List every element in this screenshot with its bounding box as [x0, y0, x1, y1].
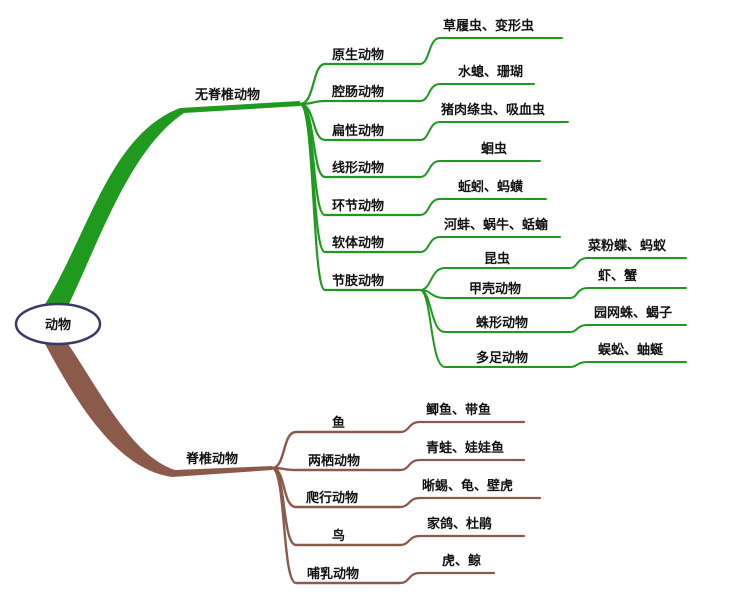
arthropod-connector — [419, 289, 571, 368]
inv-example-label: 蚯蚓、蚂蟥 — [458, 179, 523, 195]
vert-example-label: 鲫鱼、带鱼 — [426, 402, 491, 418]
arthropod-example-label: 园网蛛、蝎子 — [594, 305, 672, 321]
root-label: 动物 — [45, 317, 71, 333]
vert-example-connector — [398, 571, 496, 585]
vert-group-label[interactable]: 哺乳动物 — [307, 566, 359, 582]
vert-example-connector — [398, 458, 526, 472]
vert-group-label[interactable]: 鸟 — [332, 528, 345, 544]
inv-group-label[interactable]: 扁性动物 — [332, 123, 384, 139]
inv-example-connector — [419, 121, 569, 141]
inv-example-connector — [419, 37, 563, 65]
vert-example-connector — [398, 534, 526, 547]
vertebrates-trunk — [44, 338, 272, 477]
arthropod-group-label[interactable]: 甲壳动物 — [469, 281, 521, 297]
arthropod-group-label[interactable]: 多足动物 — [476, 350, 528, 366]
inv-example-label: 水螅、珊瑚 — [458, 64, 523, 80]
arthropod-example-connector — [569, 324, 687, 333]
vert-example-label: 虎、鲸 — [442, 553, 481, 569]
inv-group-connector — [298, 62, 422, 106]
inv-group-connector — [298, 102, 422, 292]
root-node[interactable]: 动物 — [14, 302, 102, 346]
inv-example-label: 草履虫、变形虫 — [443, 18, 534, 34]
inv-group-label[interactable]: 环节动物 — [332, 198, 384, 214]
vert-group-label[interactable]: 爬行动物 — [305, 490, 358, 506]
trunk-branches — [44, 101, 300, 477]
vert-example-label: 家鸽、杜鹃 — [427, 516, 492, 532]
vertebrates-label[interactable]: 脊椎动物 — [185, 451, 238, 467]
inv-example-label: 猪肉绦虫、吸血虫 — [440, 102, 545, 118]
arthropod-connector — [419, 267, 571, 291]
invertebrates-label[interactable]: 无脊椎动物 — [194, 87, 260, 103]
inv-example-connector — [419, 236, 561, 253]
arthropod-group-label[interactable]: 蛛形动物 — [476, 315, 528, 331]
inv-example-connector — [419, 160, 541, 178]
inv-group-connector — [298, 99, 422, 106]
vert-group-connector — [270, 466, 402, 585]
vert-example-label: 青蛙、娃娃鱼 — [426, 440, 504, 456]
inv-example-label: 河蚌、蜗牛、蛞蝓 — [444, 217, 549, 233]
arthropod-example-connector — [569, 361, 687, 368]
inv-group-label[interactable]: 线形动物 — [332, 160, 384, 176]
vert-group-label[interactable]: 鱼 — [332, 415, 345, 431]
inv-group-label[interactable]: 软体动物 — [332, 235, 384, 251]
arthropod-example-connector — [569, 287, 687, 299]
arthropod-example-label: 蜈蚣、蚰蜒 — [598, 342, 664, 358]
vert-example-label: 晰蜴、龟、壁虎 — [422, 478, 513, 494]
inv-example-label: 蛔虫 — [481, 141, 507, 157]
arthropod-example-connector — [569, 257, 687, 269]
branch-lines — [270, 37, 687, 585]
inv-example-connector — [419, 83, 535, 102]
arthropod-example-label: 虾、蟹 — [598, 268, 637, 284]
vert-example-connector — [398, 420, 526, 434]
arthropod-example-label: 菜粉蝶、蚂蚁 — [587, 238, 667, 254]
inv-group-label[interactable]: 原生动物 — [332, 47, 384, 63]
invertebrates-trunk — [44, 101, 300, 310]
inv-example-connector — [419, 198, 547, 216]
vert-example-connector — [398, 496, 542, 509]
arthropod-group-label[interactable]: 昆虫 — [484, 251, 510, 267]
inv-group-label[interactable]: 腔肠动物 — [331, 84, 384, 100]
vert-group-connector — [270, 430, 402, 470]
vert-group-label[interactable]: 两栖动物 — [308, 453, 360, 469]
inv-group-label[interactable]: 节肢动物 — [332, 273, 384, 289]
